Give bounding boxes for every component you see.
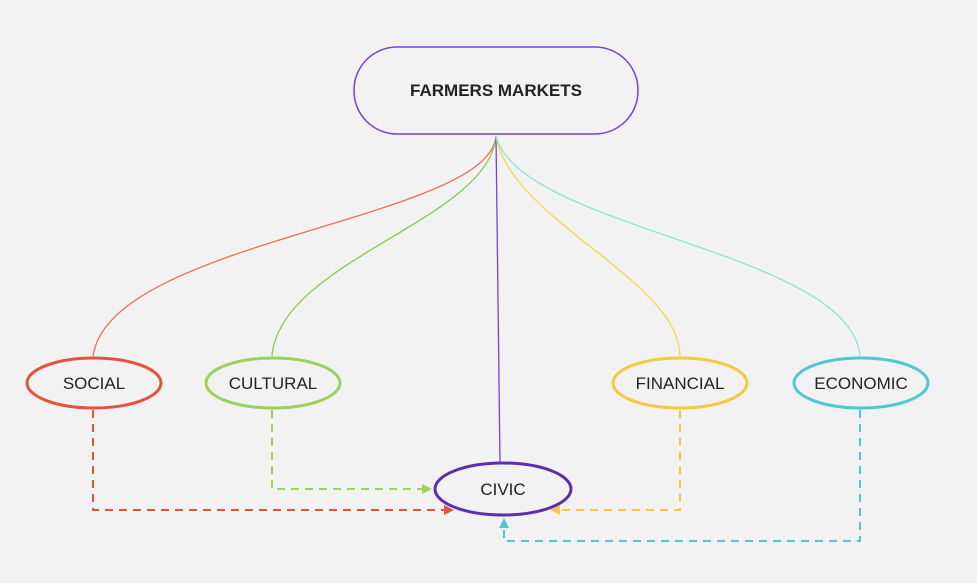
social-node-shape (25, 356, 163, 410)
social-node-label[interactable]: SOCIAL (62, 374, 126, 393)
cultural-node-shape (204, 356, 342, 410)
civic-node-shape (433, 461, 573, 517)
cultural-node-label[interactable]: CULTURAL (228, 374, 318, 393)
link-civic (495, 135, 501, 463)
link-social (92, 135, 497, 357)
arrow-social-civic (92, 410, 454, 515)
economic-node-shape (792, 356, 930, 410)
link-cultural (271, 135, 497, 357)
root-node-label[interactable]: FARMERS MARKETS (410, 81, 582, 100)
root-node-shape (353, 46, 639, 135)
link-economic (495, 135, 861, 357)
link-financial (495, 135, 681, 357)
arrow-cultural-civic (271, 410, 432, 494)
economic-node-label[interactable]: ECONOMIC (814, 374, 908, 393)
civic-node-label[interactable]: CIVIC (480, 480, 526, 499)
arrow-economic-civic (499, 410, 861, 542)
financial-node-shape (611, 356, 749, 410)
financial-node-label[interactable]: FINANCIAL (635, 374, 725, 393)
arrow-financial-civic (550, 410, 681, 515)
